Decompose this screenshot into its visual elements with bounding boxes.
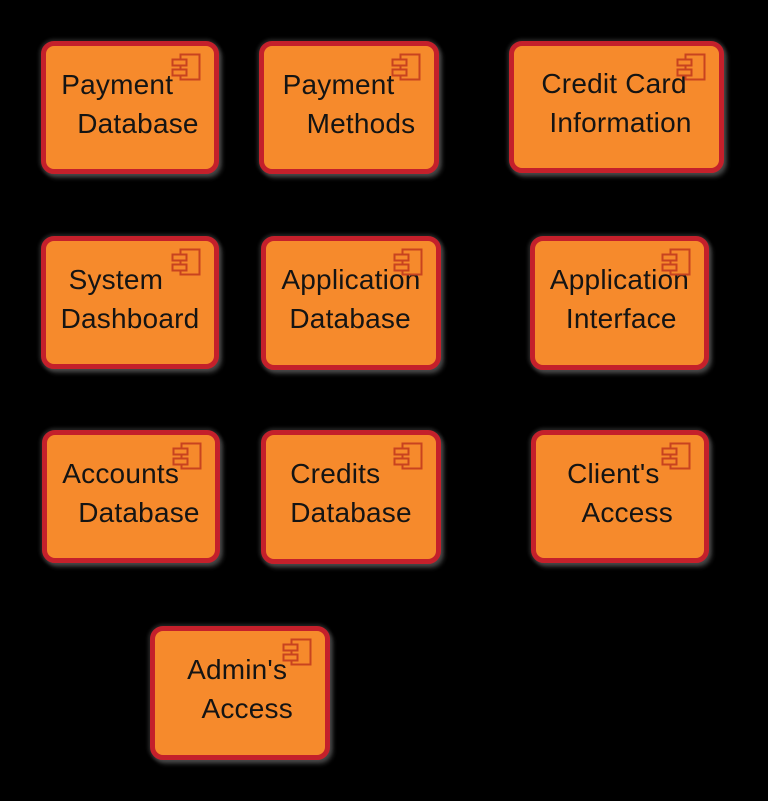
uml-component-icon (172, 442, 202, 470)
component-node-application-interface[interactable]: Application Interface (530, 236, 709, 370)
component-label: Credit Card Information (541, 68, 692, 138)
component-label: Payment Database (61, 68, 199, 139)
component-label: Accounts Database (62, 457, 200, 528)
component-node-admins-access[interactable]: Admin's Access (150, 626, 330, 760)
component-label: Client's Access (567, 457, 673, 528)
uml-component-icon (171, 53, 201, 81)
uml-component-icon (676, 53, 706, 81)
component-label: Application Interface (549, 264, 690, 334)
uml-component-icon (661, 442, 691, 470)
component-node-system-dashboard[interactable]: System Dashboard (41, 236, 219, 369)
component-node-payment-database[interactable]: Payment Database (41, 41, 219, 174)
uml-component-icon (393, 248, 423, 276)
component-node-credits-database[interactable]: Credits Database (261, 430, 441, 564)
uml-component-icon (661, 248, 691, 276)
component-node-application-database[interactable]: Application Database (261, 236, 441, 370)
component-node-accounts-database[interactable]: Accounts Database (42, 430, 220, 563)
component-label: System Dashboard (60, 263, 200, 334)
component-label: Payment Methods (282, 68, 416, 139)
component-node-payment-methods[interactable]: Payment Methods (259, 41, 439, 174)
uml-component-icon (282, 638, 312, 666)
component-node-credit-card-information[interactable]: Credit Card Information (509, 41, 724, 173)
uml-component-icon (393, 442, 423, 470)
component-label: Credits Database (290, 458, 412, 528)
uml-component-icon (391, 53, 421, 81)
uml-component-icon (171, 248, 201, 276)
component-node-clients-access[interactable]: Client's Access (531, 430, 709, 563)
component-label: Admin's Access (187, 654, 293, 724)
